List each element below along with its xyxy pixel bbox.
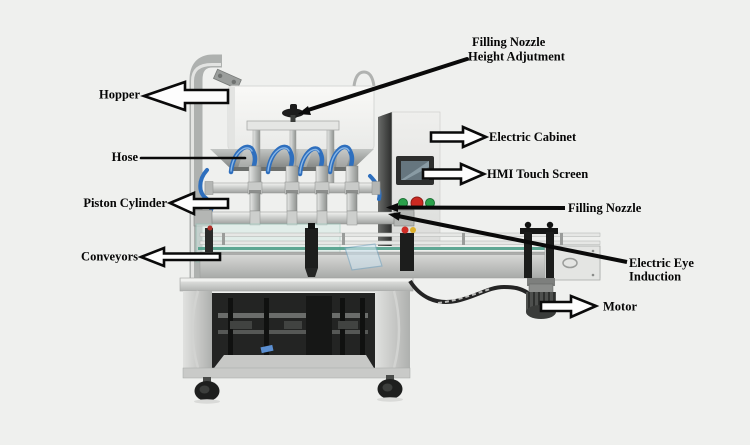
left-end-bracket (205, 225, 213, 252)
hopper-arrow (139, 80, 230, 112)
electric-cabinet-arrow (429, 125, 490, 149)
hose-label: Hose (112, 150, 139, 164)
annotation-conveyors: Conveyors (81, 246, 222, 268)
machine-base (179, 277, 414, 404)
annotation-filling-nozzle: Filling Nozzle (386, 201, 642, 215)
electric-eye-label-1: Electric Eye (629, 256, 694, 270)
hopper-label: Hopper (99, 88, 140, 102)
hmi-label: HMI Touch Screen (487, 167, 588, 181)
annotation-motor: Motor (539, 294, 637, 319)
electric-eye-label-2: Induction (629, 270, 681, 284)
annotation-hopper: Hopper (99, 80, 230, 112)
filling-heads (204, 165, 381, 222)
base-right-panel (375, 291, 410, 368)
piston-cylinder-label: Piston Cylinder (83, 196, 167, 210)
height-adjustment-knob (282, 104, 304, 122)
filling-nozzle-line (396, 205, 566, 210)
filling-nozzle-label: Filling Nozzle (568, 201, 642, 215)
base-interior (214, 296, 374, 368)
electric-eye-line (397, 214, 628, 264)
deflector-glass (344, 243, 383, 271)
hopper-handle (352, 70, 376, 87)
filling-nozzle-arrowhead (386, 203, 398, 212)
annotation-hmi-touch-screen: HMI Touch Screen (421, 162, 588, 186)
height-adjustment-arrowhead (298, 106, 311, 115)
feed-pipe (189, 54, 242, 280)
annotation-piston-cylinder: Piston Cylinder (83, 191, 230, 217)
conveyor (195, 221, 601, 281)
electric-eye-arrowhead (388, 212, 401, 221)
conveyors-label: Conveyors (81, 250, 138, 264)
piston-cylinders (193, 209, 415, 227)
electric-cabinet-label: Electric Cabinet (489, 130, 577, 144)
filling-nozzle-height-label-1: Filling Nozzle (472, 35, 546, 49)
annotation-hose: Hose (112, 150, 247, 164)
piston-cylinder-arrow (166, 191, 230, 217)
bottle-clamp (305, 223, 318, 277)
conveyor-clamp-right (520, 221, 558, 278)
height-adjustment-line (303, 57, 469, 113)
annotation-filling-nozzle-height: Filling Nozzle Height Adjutment (298, 35, 566, 115)
annotation-electric-eye: Electric Eye Induction (388, 212, 694, 284)
motor-arrow (539, 294, 600, 319)
motor-label: Motor (603, 300, 637, 314)
caster-wheel (194, 377, 220, 404)
motor (408, 278, 556, 319)
caster-wheel (377, 375, 403, 402)
head-fittings (248, 165, 359, 184)
electric-eye-sensor (400, 226, 416, 271)
pipe-clamp-fitting (212, 68, 242, 90)
motor-cable (408, 279, 530, 304)
hmi-arrow (421, 162, 488, 186)
annotation-electric-cabinet: Electric Cabinet (429, 125, 577, 149)
base-left-panel (183, 291, 212, 368)
machine-photo (179, 54, 601, 404)
annotations: Hopper Hose Piston Cylinder Conveyors Fi… (81, 35, 694, 319)
filling-nozzle-height-label-2: Height Adjutment (468, 50, 566, 64)
conveyors-arrow (137, 246, 222, 268)
